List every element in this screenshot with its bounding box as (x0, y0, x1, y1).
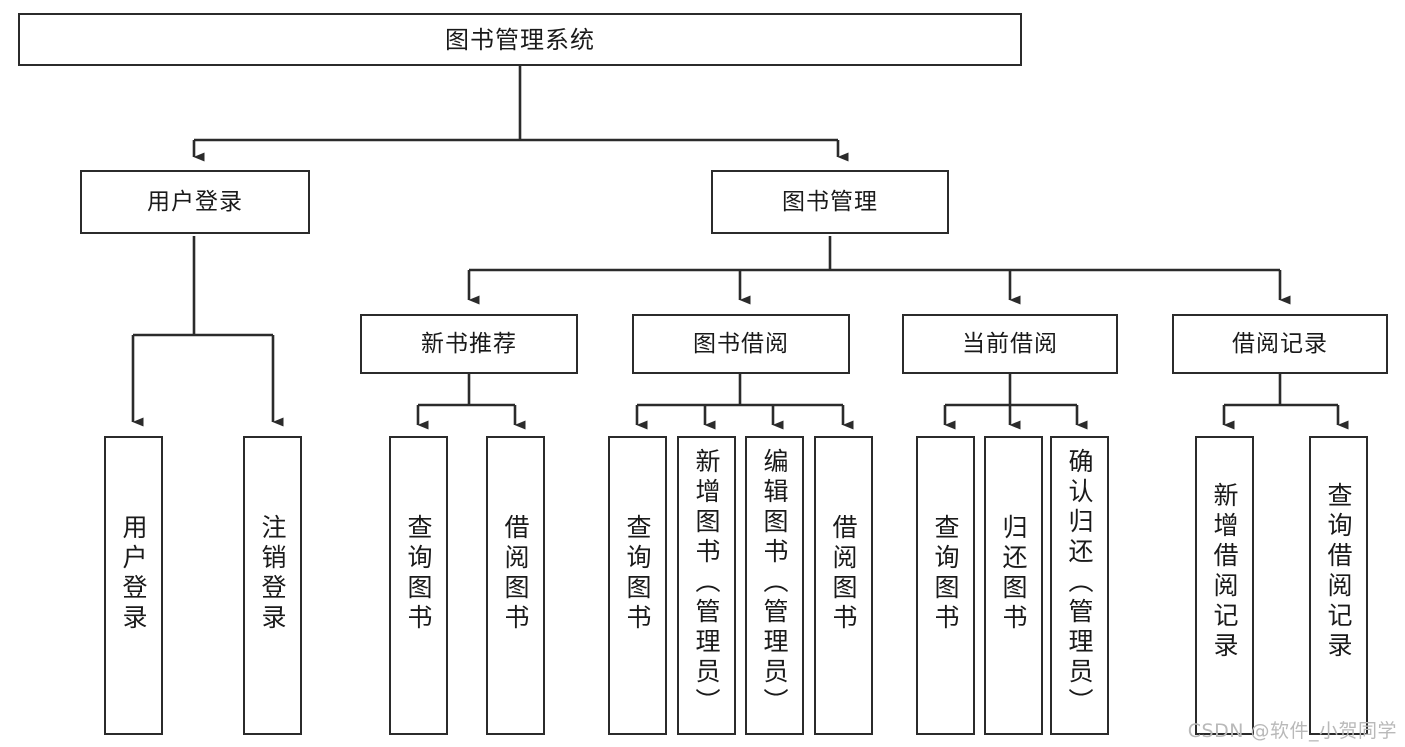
node-book-management[interactable]: 图书管理 (711, 170, 949, 234)
leaf-query-book-borrow[interactable]: 查询图书 (608, 436, 667, 735)
node-root-book-management-system[interactable]: 图书管理系统 (18, 13, 1022, 66)
node-book-borrow[interactable]: 图书借阅 (632, 314, 850, 374)
leaf-add-borrow-record[interactable]: 新增借阅记录 (1195, 436, 1254, 735)
leaf-confirm-return[interactable]: 确认归还（管理员） (1050, 436, 1109, 735)
leaf-add-book[interactable]: 新增图书（管理员） (677, 436, 736, 735)
node-label: 确认归还（管理员） (1065, 448, 1094, 718)
node-label: 当前借阅 (962, 330, 1058, 357)
node-label: 查询借阅记录 (1324, 482, 1353, 662)
node-label: 查询图书 (404, 514, 433, 634)
node-label: 查询图书 (623, 514, 652, 634)
node-borrow-record[interactable]: 借阅记录 (1172, 314, 1388, 374)
node-label: 新书推荐 (421, 330, 517, 357)
node-label: 编辑图书（管理员） (760, 448, 789, 718)
node-label: 图书管理系统 (445, 25, 595, 54)
node-user-login[interactable]: 用户登录 (80, 170, 310, 234)
leaf-return-book[interactable]: 归还图书 (984, 436, 1043, 735)
node-new-book-recommend[interactable]: 新书推荐 (360, 314, 578, 374)
node-label: 图书借阅 (693, 330, 789, 357)
leaf-borrow-book-borrow[interactable]: 借阅图书 (814, 436, 873, 735)
leaf-query-borrow-record[interactable]: 查询借阅记录 (1309, 436, 1368, 735)
node-label: 用户登录 (119, 514, 148, 634)
leaf-borrow-book-recommend[interactable]: 借阅图书 (486, 436, 545, 735)
leaf-query-book-current[interactable]: 查询图书 (916, 436, 975, 735)
leaf-edit-book[interactable]: 编辑图书（管理员） (745, 436, 804, 735)
leaf-user-login[interactable]: 用户登录 (104, 436, 163, 735)
node-current-borrow[interactable]: 当前借阅 (902, 314, 1118, 374)
leaf-logout[interactable]: 注销登录 (243, 436, 302, 735)
node-label: 用户登录 (147, 188, 243, 215)
node-label: 图书管理 (782, 188, 878, 215)
node-label: 新增图书（管理员） (692, 448, 721, 718)
leaf-query-book-recommend[interactable]: 查询图书 (389, 436, 448, 735)
node-label: 新增借阅记录 (1210, 482, 1239, 662)
node-label: 借阅图书 (501, 514, 530, 634)
node-label: 借阅记录 (1232, 330, 1328, 357)
node-label: 查询图书 (931, 514, 960, 634)
node-label: 注销登录 (258, 514, 287, 634)
node-label: 借阅图书 (829, 514, 858, 634)
csdn-watermark: CSDN @软件_小贺同学 (1187, 720, 1397, 742)
node-label: 归还图书 (999, 514, 1028, 634)
